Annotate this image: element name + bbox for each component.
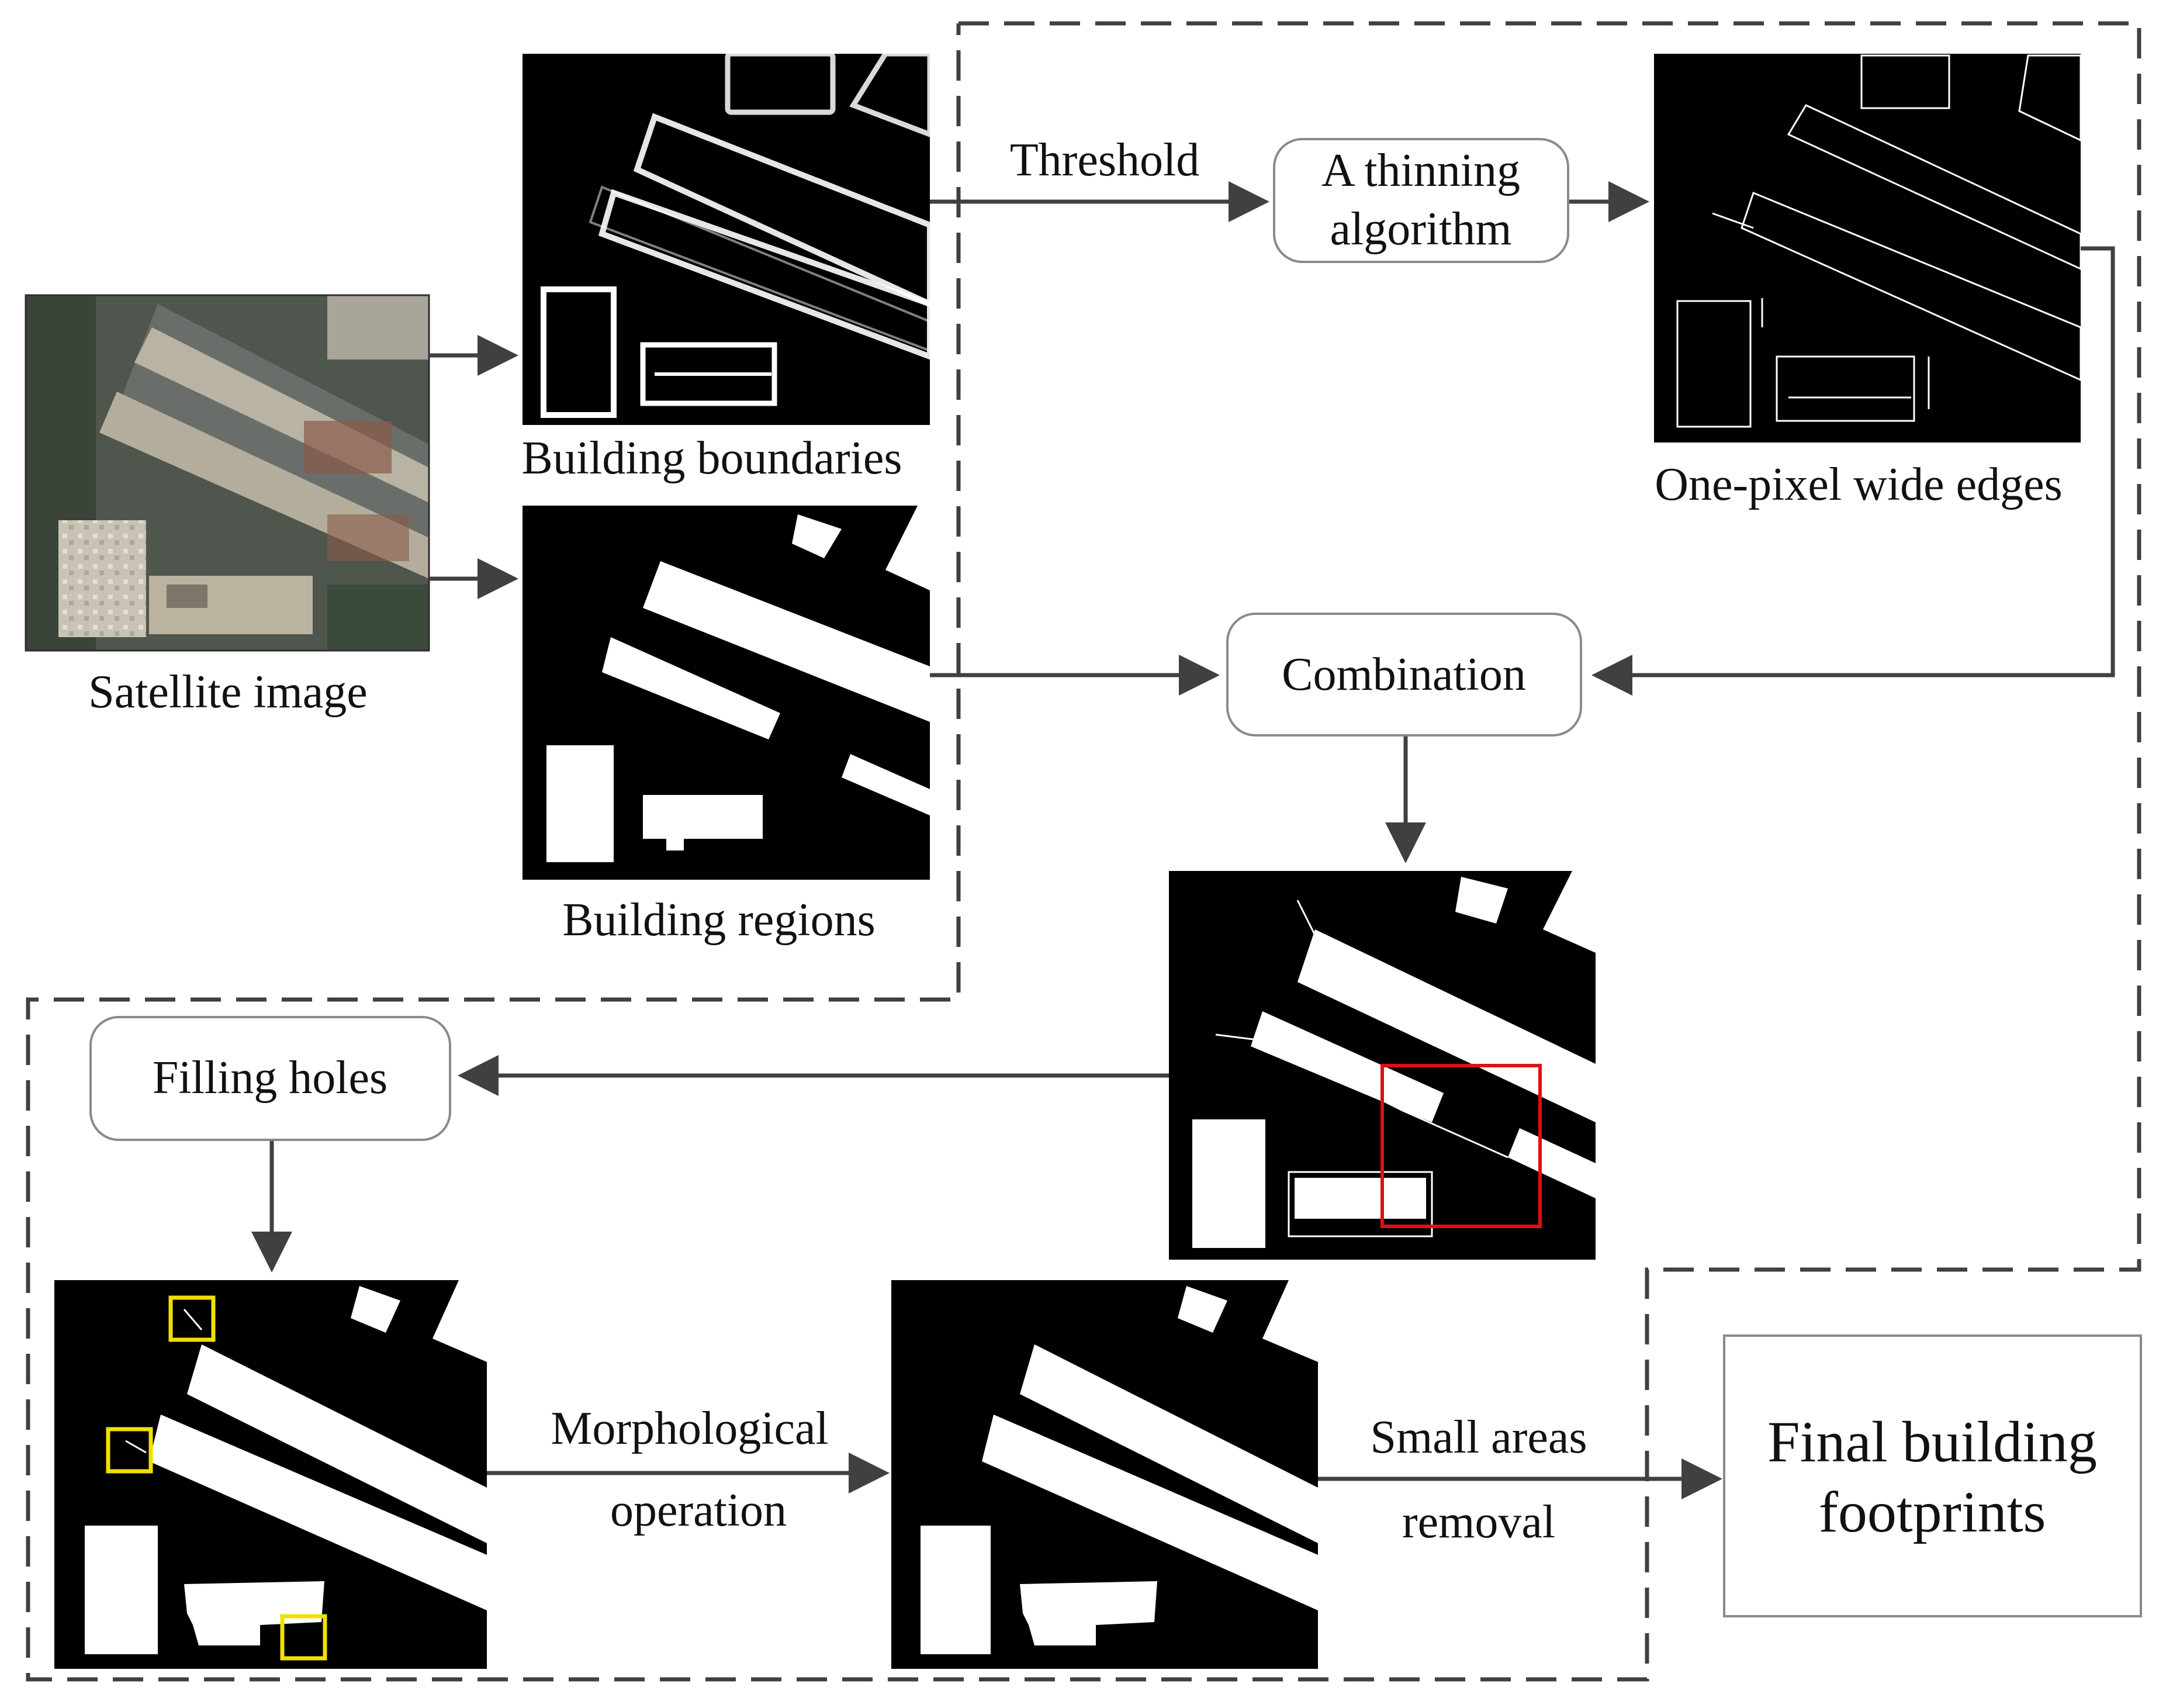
filling-holes-box-text: Filling holes — [153, 1052, 387, 1104]
morphological-label-2: operation — [610, 1485, 787, 1536]
satellite-image — [25, 294, 430, 652]
satellite-image-caption: Satellite image — [88, 666, 368, 718]
morphological-result-image — [891, 1280, 1318, 1669]
thinning-algorithm-box — [1273, 138, 1569, 263]
final-box-text-2: footprints — [1819, 1479, 2046, 1544]
final-box-text-1: Final building — [1767, 1409, 2097, 1474]
thinning-box-text-2: algorithm — [1330, 203, 1511, 255]
one-pixel-edges-image — [1654, 54, 2082, 442]
arrows — [251, 181, 2115, 1499]
combination-box-text: Combination — [1282, 649, 1526, 700]
yellow-highlight-box-1 — [168, 1295, 216, 1342]
building-regions-caption: Building regions — [562, 894, 876, 946]
one-pixel-edges-caption: One-pixel wide edges — [1655, 459, 2063, 510]
thinning-box-text-1: A thinning — [1321, 145, 1520, 196]
combination-result-image — [1169, 871, 1596, 1260]
threshold-label: Threshold — [1010, 134, 1199, 186]
filling-holes-box — [89, 1016, 451, 1141]
building-boundaries-caption: Building boundaries — [521, 433, 902, 484]
red-highlight-box — [1380, 1064, 1542, 1228]
dashed-group-border — [26, 21, 2141, 1682]
small-areas-label-1: Small areas — [1371, 1412, 1587, 1463]
building-boundaries-image — [523, 51, 933, 425]
yellow-highlight-box-3 — [280, 1614, 327, 1661]
building-regions-image — [523, 506, 930, 880]
combination-box — [1226, 613, 1582, 737]
final-building-footprints-box — [1723, 1334, 2142, 1617]
yellow-highlight-box-2 — [106, 1427, 153, 1474]
morphological-label-1: Morphological — [551, 1403, 828, 1454]
filled-holes-image — [54, 1280, 487, 1669]
small-areas-label-2: removal — [1402, 1496, 1555, 1548]
